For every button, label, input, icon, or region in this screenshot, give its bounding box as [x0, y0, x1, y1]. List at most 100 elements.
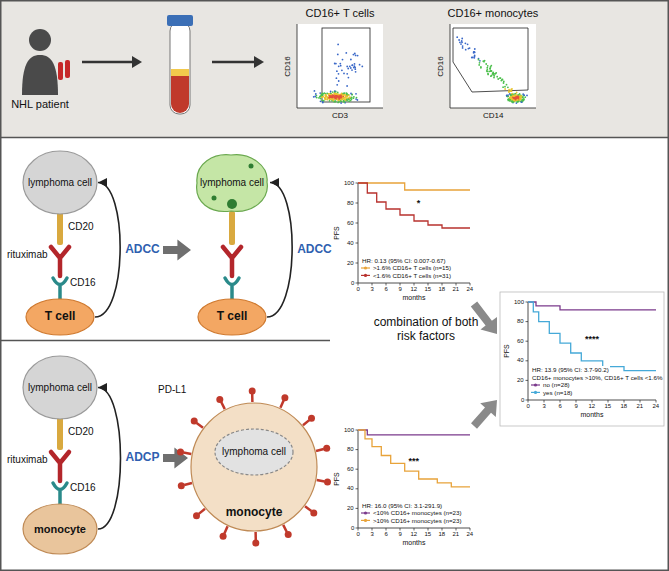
event-dot [352, 64, 354, 66]
event-dot [339, 100, 341, 102]
event-dot [321, 96, 323, 98]
tick [372, 528, 373, 531]
event-dot [322, 94, 324, 96]
event-dot [513, 99, 515, 101]
event-dot [474, 51, 476, 53]
tick-label: 3 [371, 531, 374, 538]
pd-l1 [251, 394, 254, 402]
tick-label: 15 [425, 531, 432, 538]
event-dot [330, 98, 332, 100]
event-dot [330, 91, 332, 93]
event-dot [347, 68, 349, 70]
tick [526, 321, 529, 322]
tick-label: 0 [351, 280, 354, 287]
event-dot [492, 72, 494, 74]
event-dot [324, 97, 326, 99]
event-dot [354, 53, 356, 55]
event-dot [321, 99, 323, 101]
tick-label: 18 [439, 531, 446, 538]
event-dot [495, 73, 497, 75]
event-dot [513, 97, 515, 99]
event-dot [332, 91, 334, 93]
legend-sample [534, 383, 537, 386]
event-dot [502, 79, 504, 81]
event-dot [335, 91, 337, 93]
cell-body [198, 299, 266, 335]
event-dot [493, 75, 495, 77]
event-dot [516, 96, 518, 98]
event-dot [507, 99, 509, 101]
event-dot [357, 55, 359, 57]
event-dot [513, 99, 515, 101]
event-dot [342, 98, 344, 100]
legend-sample [364, 274, 367, 277]
tick-label: 0 [527, 403, 530, 410]
event-dot [331, 96, 333, 98]
event-dot [351, 97, 353, 99]
event-dot [503, 81, 505, 83]
blood-tube [65, 60, 70, 78]
separator [0, 137, 669, 139]
event-dot [461, 38, 463, 40]
event-dot [486, 71, 488, 73]
tick [656, 400, 657, 403]
event-dot [336, 96, 338, 98]
tick [442, 283, 443, 286]
event-dot [522, 94, 524, 96]
event-dot [359, 64, 361, 66]
event-dot [338, 65, 340, 67]
event-dot [328, 95, 330, 97]
tick-label: 12 [411, 286, 418, 293]
event-dot [334, 98, 336, 100]
cell-label: lymphoma cell [28, 382, 92, 394]
tick-label: 0 [521, 397, 524, 404]
process-arrow [471, 400, 497, 429]
tick-label: 80 [347, 446, 354, 453]
flow-plot [297, 24, 383, 108]
event-dot [333, 101, 335, 103]
event-dot [332, 97, 334, 99]
tick [470, 283, 471, 286]
event-dot [523, 99, 525, 101]
event-dot [322, 96, 324, 98]
tick-label: 40 [347, 485, 354, 492]
axis-title: CD14 [483, 111, 503, 120]
event-dot [510, 90, 512, 92]
survival-curve [358, 430, 470, 487]
tick [386, 528, 387, 531]
event-dot [504, 86, 506, 88]
event-dot [521, 101, 523, 103]
tick [526, 360, 529, 361]
event-dot [514, 95, 516, 97]
event-dot [321, 94, 323, 96]
event-dot [337, 102, 339, 104]
axis-title: CD16 [436, 56, 445, 76]
event-dot [345, 94, 347, 96]
cell-body [191, 403, 317, 531]
event-dot [520, 95, 522, 97]
event-dot [337, 92, 339, 94]
event-dot [479, 60, 481, 62]
tick [356, 203, 359, 204]
event-dot [328, 97, 330, 99]
event-dot [479, 62, 481, 64]
tick [356, 283, 359, 284]
process-arrow [163, 448, 188, 469]
legend-text: no (n=28) [542, 381, 571, 388]
event-dot [354, 68, 356, 70]
tick [526, 380, 529, 381]
tick [414, 528, 415, 531]
event-dot [315, 93, 317, 95]
event-dot [323, 100, 325, 102]
event-dot [345, 99, 347, 101]
event-dot [506, 95, 508, 97]
pd-l1 [216, 396, 223, 403]
tick [400, 283, 401, 286]
event-dot [334, 92, 336, 94]
connector [95, 183, 120, 318]
event-dot [340, 95, 342, 97]
cell-label: T cell [45, 310, 76, 324]
tick-label: 80 [517, 318, 524, 325]
event-dot [338, 98, 340, 100]
event-dot [335, 63, 337, 65]
